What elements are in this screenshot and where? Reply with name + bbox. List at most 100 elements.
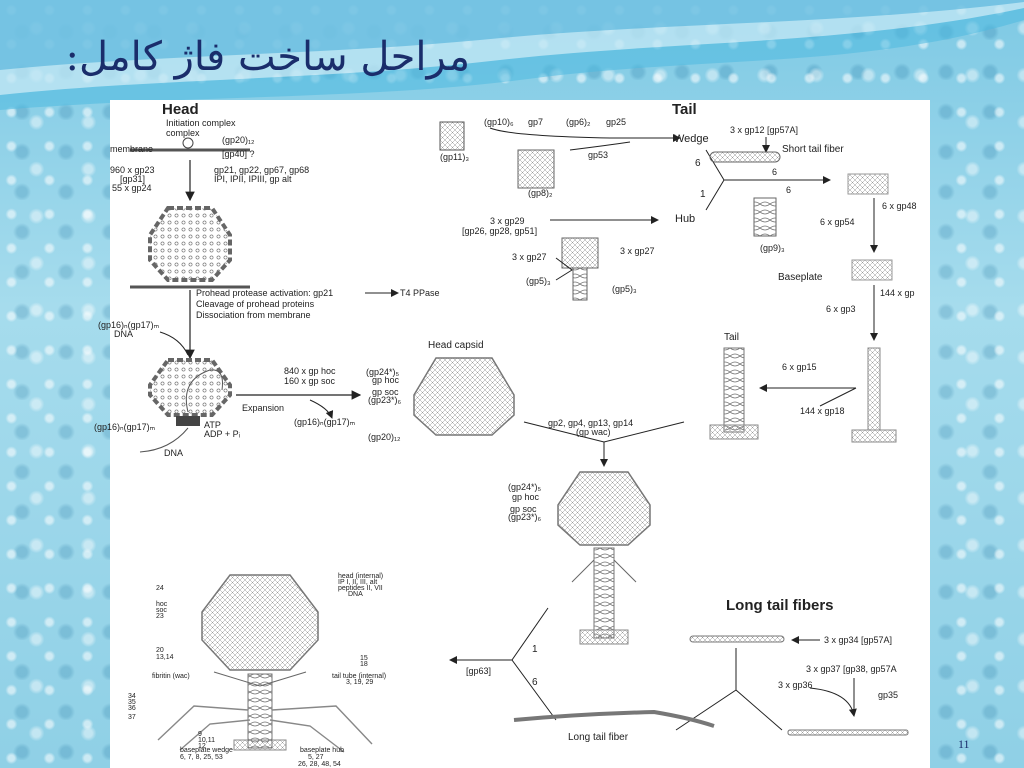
- gp27-right-label: 3 x gp27: [620, 246, 655, 256]
- final-left-label-4: 20: [156, 647, 164, 654]
- tail-shape: [723, 347, 745, 433]
- short-tail-fiber-label: Short tail fiber: [782, 144, 844, 155]
- gp15-label: 6 x gp15: [782, 362, 817, 372]
- gp5-join: [555, 257, 573, 281]
- gp5-spike-shape: [572, 267, 588, 301]
- arrow-release: [309, 399, 334, 419]
- final-right-label-1: IP I, II, III, alt: [338, 579, 377, 586]
- t4-ppase-label: T4 PPase: [400, 288, 440, 298]
- gp27-left-label: 3 x gp27: [512, 252, 547, 262]
- step1-left-1: [gp31]: [120, 174, 145, 184]
- capsid-gp20-label: (gp20)₁₂: [368, 432, 401, 442]
- tail-baseplate-shape: [709, 424, 759, 440]
- phage-label-0: (gp24*)₅: [508, 482, 542, 492]
- head-heading: Head: [162, 101, 199, 118]
- gp9-label: (gp9)₃: [760, 243, 785, 253]
- tail-input-0: (gp10)₆: [484, 117, 514, 127]
- final-right-label-2: peptides II, VII: [338, 585, 383, 592]
- final-bottom-left-0: baseplate wedge: [180, 747, 233, 754]
- tail-tube-shape: [867, 347, 881, 431]
- final-left-label-5: 13,14: [156, 654, 174, 661]
- initiation-complex-label: Initiation complex: [166, 118, 236, 128]
- step1-left-0: 960 x gp23: [110, 165, 155, 175]
- final-right-label-0: head (internal): [338, 573, 383, 580]
- gp27-complex-shape: [561, 237, 599, 269]
- gp9-count: 6: [786, 185, 791, 195]
- gp3-label: 6 x gp3: [826, 304, 856, 314]
- assembled-phage-baseplate: [579, 629, 629, 645]
- short-tail-fiber-shape: [709, 151, 781, 163]
- prohead-step-2: Dissociation from membrane: [196, 310, 311, 320]
- adp-label: ADP + Pᵢ: [204, 429, 240, 439]
- final-left-label-1: hoc: [156, 601, 168, 608]
- gp37-label: 3 x gp37 [gp38, gp57A: [806, 664, 897, 674]
- step1-right-0: gp21, gp22, gp67, gp68: [214, 165, 309, 175]
- gp63-label: [gp63]: [466, 666, 491, 676]
- gp36-label: 3 x gp36: [778, 680, 813, 690]
- atp-label: ATP: [204, 420, 221, 430]
- dna-bottom-label: DNA: [164, 448, 183, 458]
- final-right-label-7: 3, 19, 29: [346, 679, 373, 686]
- baseplate-label: Baseplate: [778, 272, 823, 283]
- whisker-right: [613, 559, 637, 583]
- gp54-label: 6 x gp54: [820, 217, 855, 227]
- gp40-label: [gp40] ?: [222, 149, 255, 159]
- step1-right-1: IPI, IPII, IPIII, gp alt: [214, 174, 292, 184]
- phage-label-1: gp hoc: [512, 492, 540, 502]
- arrow-to-wedge: [489, 127, 681, 142]
- final-right-label-6: tail tube (internal): [332, 673, 386, 680]
- gp5-left-label: (gp5)₃: [526, 276, 551, 286]
- phage-label-3: (gp23*)₆: [508, 512, 542, 522]
- final-bottom-right-1: 5, 27: [308, 754, 324, 761]
- baseplate-shape: [851, 259, 893, 281]
- gp16-17-release: (gp16)ₙ(gp17)ₘ: [294, 417, 356, 427]
- final-phage-whiskers: [213, 671, 307, 687]
- final-left-label-2: soc: [156, 607, 167, 614]
- gp48-label: 6 x gp48: [882, 201, 917, 211]
- head-capsid-label: Head capsid: [428, 340, 484, 351]
- final-bottom-right-2: 26, 28, 48, 54: [298, 761, 341, 768]
- final-left-label-0: 24: [156, 585, 164, 592]
- slide-title: مراحل ساخت فاژ کامل:: [65, 34, 470, 80]
- membrane-label: membrane: [110, 144, 153, 154]
- long-tail-fibers-heading: Long tail fibers: [726, 597, 834, 614]
- gp37-fiber-shape: [787, 729, 909, 736]
- tail-tube-baseplate: [851, 429, 897, 443]
- hub-label: Hub: [675, 213, 695, 225]
- gp9-shape: [753, 197, 777, 237]
- final-phage-tail: [247, 673, 273, 749]
- branch-6-label: 6: [532, 677, 538, 688]
- final-left-label-12: 10,11: [198, 737, 215, 744]
- dna-label-top: DNA: [114, 329, 133, 339]
- final-left-label-7: 34: [128, 693, 136, 700]
- portal-motor: [176, 416, 200, 426]
- expansion-label: Expansion: [242, 403, 284, 413]
- dna-strand: [185, 369, 223, 413]
- capsid-label-2: gp soc: [372, 387, 399, 397]
- diagram-svg: Head Initiation complex complex membrane…: [94, 101, 917, 768]
- final-phage-head: [201, 574, 319, 671]
- gp11-label: (gp11)₃: [440, 152, 469, 162]
- final-phage-baseplate: [233, 739, 287, 751]
- gp12-label: 3 x gp12 [gp57A]: [730, 125, 798, 135]
- capsid-label-3: (gp23*)₆: [368, 395, 402, 405]
- step1-left-2: 55 x gp24: [112, 183, 152, 193]
- gp11-shape: [439, 121, 465, 151]
- initiation-complex-shape: [182, 137, 194, 149]
- arrow-gp53: [569, 141, 631, 151]
- wave-decoration: [0, 0, 1024, 110]
- gp8-label: (gp8)₂: [528, 188, 553, 198]
- final-left-label-13: 12: [198, 743, 206, 750]
- tail-heading: Tail: [672, 101, 697, 118]
- hub-input-1: [gp26, gp28, gp51]: [462, 226, 537, 236]
- join-input-1: (gp wac): [576, 427, 611, 437]
- phage-label-2: gp soc: [510, 504, 537, 514]
- hub-count-1: 1: [700, 189, 706, 200]
- tail-input-2: (gp6)₂: [566, 117, 591, 127]
- final-left-label-11: 9: [198, 731, 202, 738]
- gp19-label: 144 x gp: [880, 288, 915, 298]
- gp8-shape: [517, 149, 555, 189]
- final-right-label-4: 15: [360, 655, 368, 662]
- head-capsid-shape: [413, 357, 515, 436]
- final-phage-long-fibers: [157, 705, 373, 753]
